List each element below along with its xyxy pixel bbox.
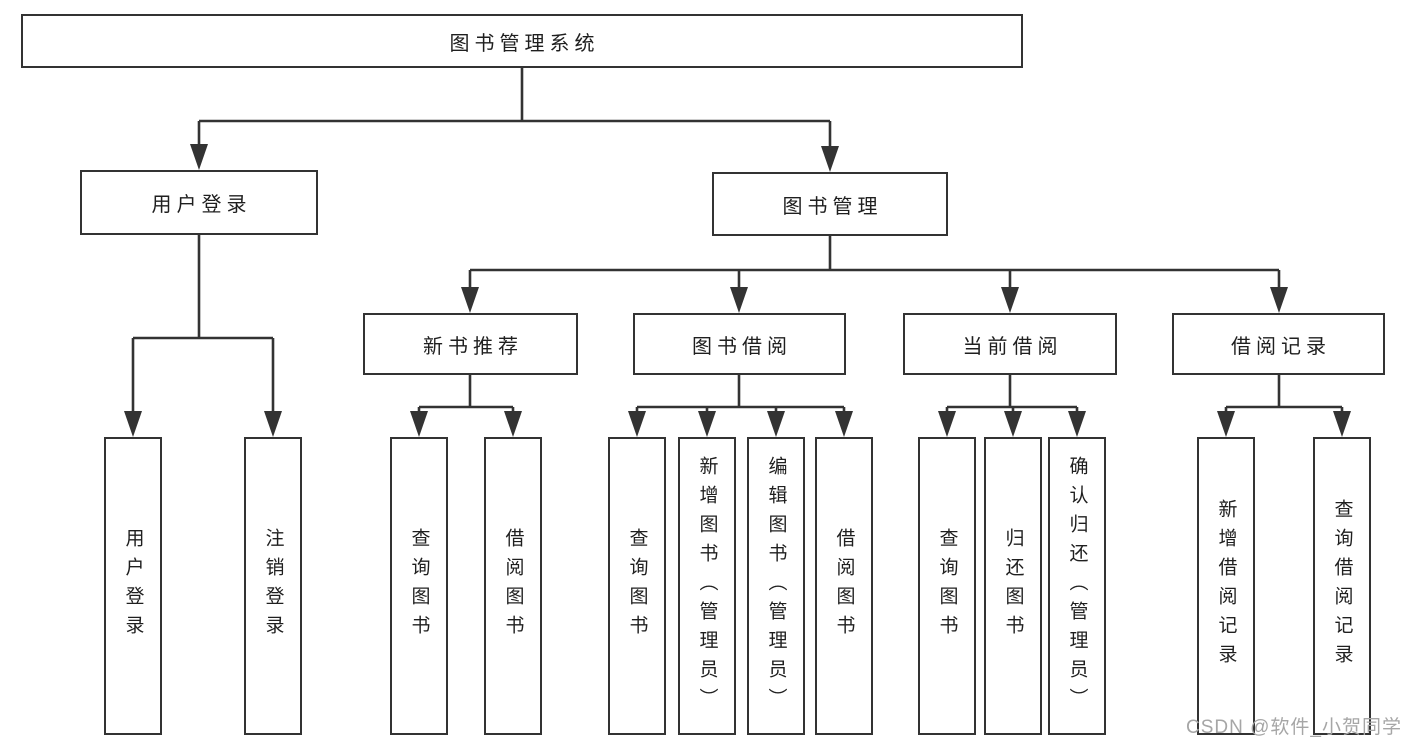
arrowhead-icon [1001, 287, 1019, 313]
node-label: 查询借阅记录 [1331, 499, 1353, 673]
node-label: 编辑图书（管理员） [765, 455, 787, 717]
leaf-query-borrow-record: 查询借阅记录 [1313, 437, 1371, 735]
node-label: 查询图书 [408, 528, 430, 644]
node-label: 查询图书 [936, 528, 958, 644]
node-book-borrow: 图书借阅 [633, 313, 846, 375]
leaf-edit-book-admin: 编辑图书（管理员） [747, 437, 805, 735]
node-new-book-recommend: 新书推荐 [363, 313, 578, 375]
arrowhead-icon [821, 146, 839, 172]
node-label: 借阅图书 [833, 528, 855, 644]
watermark: CSDN @软件_小贺同学 [1186, 717, 1402, 738]
leaf-confirm-return-admin: 确认归还（管理员） [1048, 437, 1106, 735]
arrowhead-icon [628, 411, 646, 437]
node-label: 图书借阅 [692, 335, 792, 358]
node-user-login-branch: 用户登录 [80, 170, 318, 235]
arrowhead-icon [264, 411, 282, 437]
arrowhead-icon [410, 411, 428, 437]
arrowhead-icon [1004, 411, 1022, 437]
arrowhead-icon [938, 411, 956, 437]
node-label: 用户登录 [122, 528, 144, 644]
arrowhead-icon [835, 411, 853, 437]
arrowhead-icon [1068, 411, 1086, 437]
leaf-logout: 注销登录 [244, 437, 302, 735]
leaf-add-book-admin: 新增图书（管理员） [678, 437, 736, 735]
node-book-management: 图书管理 [712, 172, 948, 236]
arrowhead-icon [1333, 411, 1351, 437]
node-label: 新增图书（管理员） [696, 455, 718, 717]
node-label: 当前借阅 [962, 335, 1063, 358]
node-label: 图书管理系统 [449, 32, 600, 55]
node-label: 借阅图书 [502, 528, 524, 644]
node-label: 注销登录 [262, 528, 284, 644]
leaf-return-book: 归还图书 [984, 437, 1042, 735]
node-label: 归还图书 [1002, 528, 1024, 644]
leaf-query-books-1: 查询图书 [390, 437, 448, 735]
arrowhead-icon [504, 411, 522, 437]
arrowhead-icon [767, 411, 785, 437]
leaf-query-books-3: 查询图书 [918, 437, 976, 735]
arrowhead-icon [1270, 287, 1288, 313]
arrowhead-icon [124, 411, 142, 437]
leaf-query-books-2: 查询图书 [608, 437, 666, 735]
node-current-borrow: 当前借阅 [903, 313, 1117, 375]
leaf-borrow-books-1: 借阅图书 [484, 437, 542, 735]
node-label: 图书管理 [782, 195, 883, 218]
arrowhead-icon [1217, 411, 1235, 437]
leaf-borrow-books-2: 借阅图书 [815, 437, 873, 735]
node-root: 图书管理系统 [21, 14, 1023, 68]
arrowhead-icon [461, 287, 479, 313]
node-label: 新书推荐 [423, 335, 523, 358]
leaf-add-borrow-record: 新增借阅记录 [1197, 437, 1255, 735]
node-label: 确认归还（管理员） [1066, 455, 1088, 717]
node-label: 借阅记录 [1231, 335, 1331, 358]
arrowhead-icon [190, 144, 208, 170]
node-label: 新增借阅记录 [1215, 499, 1237, 673]
leaf-user-login: 用户登录 [104, 437, 162, 735]
node-label: 查询图书 [626, 528, 648, 644]
node-borrow-records: 借阅记录 [1172, 313, 1385, 375]
arrowhead-icon [730, 287, 748, 313]
node-label: 用户登录 [151, 194, 252, 216]
arrowhead-icon [698, 411, 716, 437]
